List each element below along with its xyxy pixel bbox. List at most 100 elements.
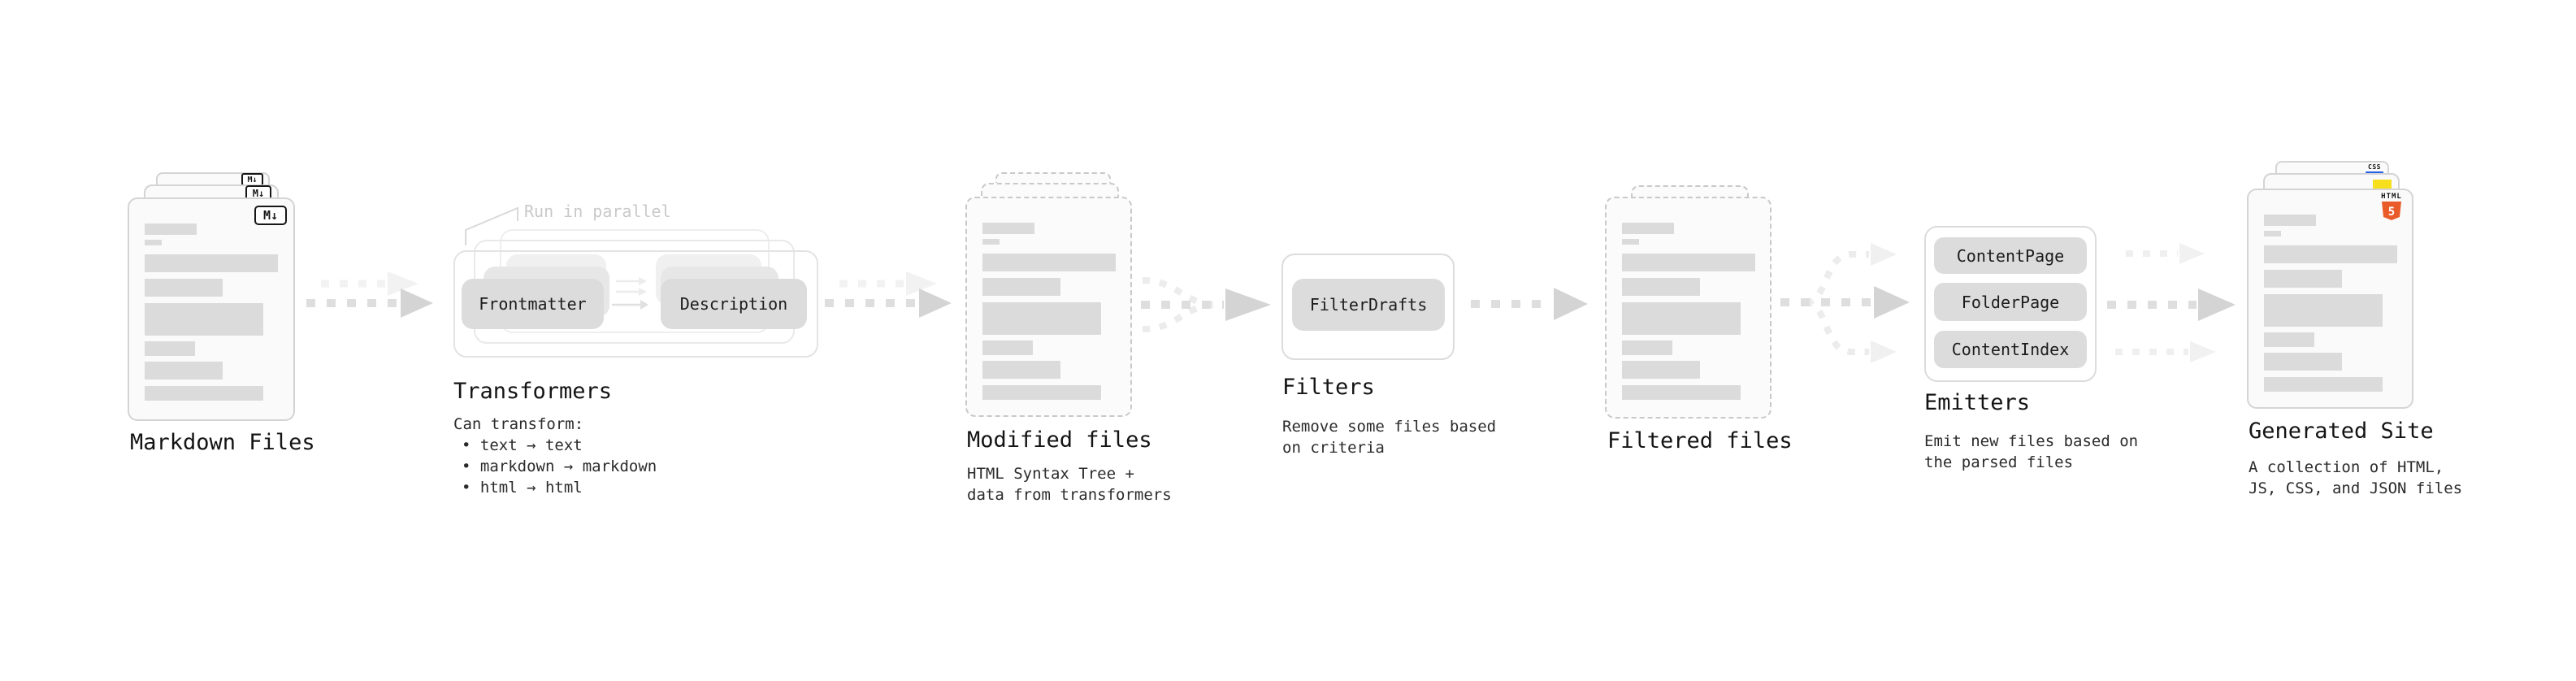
text-line-placeholder — [145, 254, 278, 272]
text-line-placeholder — [1622, 385, 1741, 400]
arrow-head — [1554, 288, 1588, 320]
text-line-placeholder — [982, 239, 1000, 245]
html5-shield-icon: 5 — [2382, 202, 2401, 220]
arrow-head — [1225, 288, 1271, 321]
text-line-placeholder — [2264, 377, 2383, 392]
filters-description: Remove some files based on criteria — [1282, 416, 1496, 458]
text-line-placeholder — [1622, 278, 1700, 296]
text-line-placeholder — [982, 278, 1060, 296]
text-line-placeholder — [1622, 302, 1741, 335]
text-line-placeholder — [145, 240, 162, 245]
text-line-placeholder — [1622, 340, 1672, 355]
text-line-placeholder — [1622, 254, 1755, 271]
document-card-front — [965, 197, 1132, 417]
text-line-placeholder — [2264, 270, 2342, 288]
text-line-placeholder — [145, 341, 195, 356]
desc-bullet: markdown → markdown — [453, 456, 657, 477]
arrow-head — [401, 288, 433, 318]
text-line-placeholder — [2264, 332, 2314, 347]
text-line-placeholder — [145, 362, 223, 380]
emitter-pill-contentpage: ContentPage — [1934, 237, 2087, 274]
stage-title-modified-files: Modified files — [967, 427, 1152, 453]
html5-file-icon: HTML 5 — [2380, 193, 2403, 221]
text-line-placeholders — [982, 223, 1116, 400]
parallel-arrows-icon — [612, 277, 648, 310]
text-line-placeholders — [145, 223, 278, 401]
desc-line: Remove some files based — [1282, 418, 1497, 436]
modified-files-description: HTML Syntax Tree + data from transformer… — [967, 463, 1172, 505]
desc-line: data from transformers — [967, 486, 1172, 504]
run-in-parallel-label: Run in parallel — [524, 202, 671, 221]
markdown-icon: M↓ — [245, 185, 271, 201]
css-file-icon: CSS — [2366, 164, 2383, 174]
emitter-pill-contentindex: ContentIndex — [1934, 331, 2087, 368]
desc-heading: Can transform: — [453, 415, 584, 433]
text-line-placeholder — [982, 302, 1101, 335]
markdown-icon: M↓ — [254, 206, 287, 225]
text-line-placeholder — [2264, 294, 2383, 327]
generated-site-description: A collection of HTML, JS, CSS, and JSON … — [2249, 457, 2462, 499]
transformer-pill-frontmatter: Frontmatter — [462, 279, 604, 329]
arrow-modified-to-filters — [1141, 277, 1271, 332]
desc-line: the parsed files — [1924, 453, 2074, 471]
emitters-description: Emit new files based on the parsed files — [1924, 431, 2138, 473]
text-line-placeholder — [145, 223, 197, 235]
text-line-placeholder — [982, 385, 1101, 400]
stage-title-markdown-files: Markdown Files — [130, 430, 315, 455]
document-card-front — [128, 197, 295, 421]
arrow-transformers-to-modified — [825, 271, 952, 318]
arrow-head-top — [1871, 243, 1897, 266]
stage-title-transformers: Transformers — [453, 379, 613, 404]
desc-line: on criteria — [1282, 439, 1385, 457]
js-file-icon — [2373, 180, 2392, 189]
arrow-head-ghost — [388, 271, 418, 296]
text-line-placeholders — [1622, 223, 1755, 400]
emitter-pill-folderpage: FolderPage — [1934, 283, 2087, 321]
stage-title-filtered-files: Filtered files — [1607, 428, 1793, 453]
arrow-head-ghost — [906, 271, 937, 296]
annotation-callout-line — [465, 206, 518, 245]
document-card-front — [1605, 197, 1772, 419]
arrow-markdown-to-transformers — [306, 271, 433, 318]
text-line-placeholder — [1622, 361, 1700, 379]
text-line-placeholder — [145, 303, 263, 336]
arrow-head-bottom — [2190, 341, 2216, 362]
arrow-head-bottom — [1871, 340, 1897, 363]
desc-line: A collection of HTML, — [2249, 458, 2444, 476]
svg-text:5: 5 — [2388, 206, 2395, 219]
stage-title-emitters: Emitters — [1924, 390, 2031, 415]
css-icon-label: CSS — [2368, 163, 2381, 171]
text-line-placeholder — [145, 386, 263, 401]
css-icon-underline — [2366, 171, 2383, 174]
arrow-head — [919, 288, 952, 318]
desc-line: HTML Syntax Tree + — [967, 465, 1134, 483]
arrow-head-top — [2179, 243, 2205, 264]
text-line-placeholder — [1622, 223, 1674, 234]
desc-bullet: html → html — [453, 477, 657, 498]
text-line-placeholder — [2264, 215, 2316, 226]
document-card-front — [2247, 189, 2413, 409]
arrow-branch-top — [1805, 251, 1869, 306]
text-line-placeholder — [982, 254, 1116, 271]
text-line-placeholder — [982, 340, 1033, 355]
arrow-filtered-to-emitters — [1780, 243, 1910, 363]
stage-title-filters: Filters — [1282, 375, 1375, 400]
parallel-box-front — [453, 250, 818, 358]
text-line-placeholder — [2264, 353, 2342, 371]
desc-line: JS, CSS, and JSON files — [2249, 479, 2463, 497]
stage-title-generated-site: Generated Site — [2249, 419, 2434, 444]
text-line-placeholder — [145, 279, 223, 297]
arrow-filters-to-filtered — [1471, 288, 1588, 320]
arrows-emitters-to-generated — [2107, 243, 2236, 362]
transformers-description: Can transform: text → text markdown → ma… — [453, 414, 657, 498]
arrow-branch-bottom — [1805, 299, 1869, 355]
desc-line: Emit new files based on — [1924, 432, 2139, 450]
arrow-head-middle — [2198, 288, 2236, 321]
transformer-pill-description: Description — [661, 279, 807, 329]
text-line-placeholder — [2264, 245, 2397, 263]
html5-icon-label: HTML — [2381, 193, 2402, 201]
arrow-head — [1874, 286, 1910, 319]
text-line-placeholder — [982, 361, 1060, 379]
text-line-placeholder — [982, 223, 1034, 234]
